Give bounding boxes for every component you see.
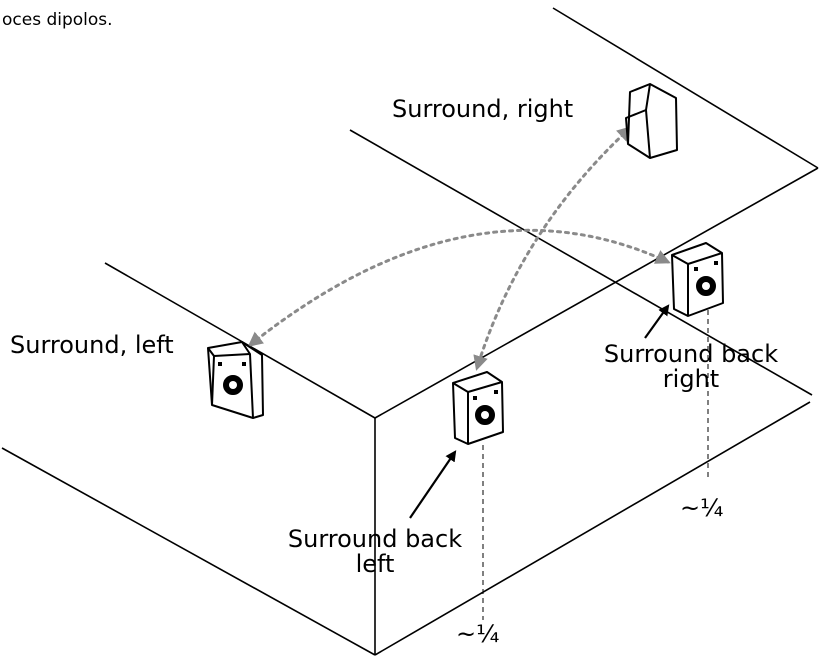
speaker-surround-right-icon	[625, 83, 678, 159]
pointer-back-right	[644, 304, 670, 339]
back-wall-top-edge	[552, 7, 819, 169]
measurement-guides	[482, 310, 709, 620]
floor-left-edge	[1, 447, 376, 656]
left-wall-top-edge	[104, 262, 376, 419]
speaker-surround-back-right-icon	[671, 242, 724, 317]
label-surround-back-right: Surround back right	[596, 340, 786, 394]
label-surround-left: Surround, left	[10, 331, 174, 359]
label-surround-back-right-line1: Surround back	[603, 340, 779, 368]
label-surround-back-left: Surround back left	[270, 525, 480, 579]
label-surround-right: Surround, right	[392, 95, 574, 123]
caption-fragment: oces dipolos.	[2, 10, 113, 30]
arrow-right-to-back-left	[473, 125, 633, 371]
label-surround-back-left-line1: Surround back	[287, 525, 463, 553]
pointer-arrows	[409, 304, 670, 519]
pointer-back-left	[409, 450, 457, 519]
speaker-surround-back-left-icon	[452, 371, 504, 445]
label-surround-back-right-line2: right	[662, 365, 720, 394]
speaker-surround-left-icon	[207, 341, 264, 419]
label-quarter-left: ~¼	[456, 620, 500, 648]
dispersion-arrows	[247, 125, 671, 371]
label-quarter-right: ~¼	[680, 494, 724, 522]
label-surround-back-left-line2: left	[355, 550, 395, 579]
floor-front-edge	[374, 401, 811, 656]
